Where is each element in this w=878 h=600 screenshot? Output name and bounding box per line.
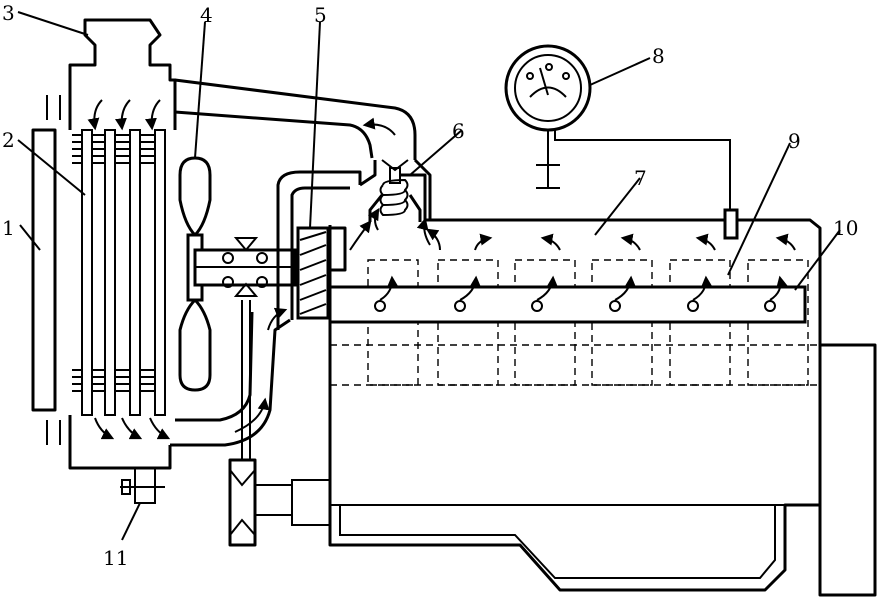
radiator-shroud — [31, 128, 57, 412]
pump-impeller — [296, 226, 330, 320]
radiator-core-tubes — [81, 129, 166, 416]
thermostat — [359, 158, 432, 246]
callout-4: 4 — [200, 3, 213, 27]
temperature-gauge — [504, 44, 739, 240]
pump-pulley — [228, 300, 293, 547]
engine-block — [291, 173, 877, 597]
callout-5: 5 — [314, 3, 327, 27]
callout-11: 11 — [103, 546, 128, 570]
radiator — [31, 18, 177, 504]
callout-7: 7 — [634, 166, 647, 190]
callout-10: 10 — [833, 216, 858, 240]
water-distribution-pipe — [328, 275, 807, 324]
upper-hose — [174, 78, 417, 160]
callout-2: 2 — [2, 128, 15, 152]
callout-8: 8 — [652, 44, 665, 68]
leader-lines — [17, 11, 841, 541]
callout-9: 9 — [788, 129, 801, 153]
drain-valve — [120, 467, 165, 504]
distribution-outlets — [374, 275, 788, 312]
water-pump — [228, 170, 372, 547]
callout-6: 6 — [452, 119, 465, 143]
lower-hose — [170, 307, 291, 447]
head-flow-arrows — [426, 228, 796, 251]
radiator-fins — [72, 134, 155, 392]
callout-3: 3 — [2, 1, 15, 25]
callout-1: 1 — [2, 216, 15, 240]
temperature-sensor — [723, 208, 739, 240]
callout-labels: 1 2 3 4 5 6 7 8 9 10 11 — [2, 1, 858, 570]
